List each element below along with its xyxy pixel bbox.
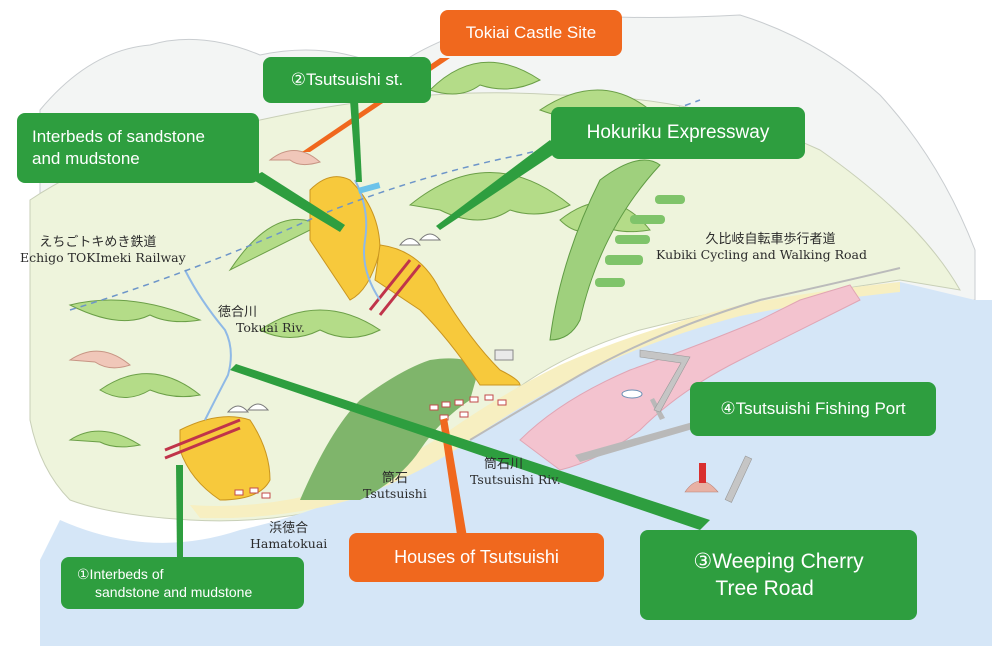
- callout-tsutsuishi-station: ②Tsutsuishi st.: [263, 57, 431, 103]
- callout-interbeds-top-line2: and mudstone: [32, 149, 140, 168]
- bridges: [164, 259, 422, 460]
- callout-hokuriku-expressway-text: Hokuriku Expressway: [586, 121, 770, 143]
- label-hamatokuai: 浜徳合 Hamatokuai: [250, 521, 328, 551]
- label-hamatokuai-en: Hamatokuai: [250, 535, 328, 551]
- breakwater-pier: [724, 455, 753, 503]
- label-tsutsuishi-en: Tsutsuishi: [363, 485, 427, 501]
- label-tsutsuishi: 筒石 Tsutsuishi: [363, 471, 427, 501]
- houses: [234, 349, 514, 499]
- callout-weeping-cherry-line1: ③Weeping Cherry: [693, 549, 864, 573]
- breakwater-long: [639, 349, 691, 413]
- label-hamatokuai-jp: 浜徳合: [269, 521, 309, 536]
- callout-hokuriku-expressway: Hokuriku Expressway: [551, 107, 805, 159]
- callout-weeping-cherry-line2: Tree Road: [715, 577, 814, 600]
- callout-weeping-cherry: ③Weeping Cherry Tree Road: [640, 530, 917, 620]
- label-tokuai-river-jp: 徳合川: [218, 305, 258, 320]
- callout-interbeds-bottom-line1: ①Interbeds of: [77, 565, 164, 582]
- lighthouse: [699, 463, 706, 483]
- label-railway-jp: えちごトキめき鉄道: [39, 235, 157, 250]
- strata-road-band: [374, 244, 521, 386]
- label-tsutsuishi-river-jp: 筒石川: [484, 457, 524, 472]
- callout-pointers: [176, 58, 710, 560]
- callout-interbeds-top-line1: Interbeds of sandstone: [32, 126, 205, 146]
- cycling-road: [469, 267, 901, 441]
- boat: [621, 389, 643, 399]
- callout-houses-text: Houses of Tsutsuishi: [394, 546, 559, 567]
- label-cycling-road: 久比岐自転車歩行者道 Kubiki Cycling and Walking Ro…: [656, 232, 867, 262]
- label-tokuai-river: 徳合川 Tokuai Riv.: [218, 305, 305, 335]
- label-cycling-road-jp: 久比岐自転車歩行者道: [705, 232, 836, 247]
- label-railway: えちごトキめき鉄道 Echigo TOKImeki Railway: [10, 235, 186, 265]
- callout-fishing-port: ④Tsutsuishi Fishing Port: [690, 382, 936, 436]
- callout-interbeds-bottom: ①Interbeds of sandstone and mudstone: [61, 557, 304, 609]
- terraced-fields: [595, 195, 685, 287]
- callout-interbeds-top: Interbeds of sandstone and mudstone: [17, 113, 259, 183]
- callout-fishing-port-text: ④Tsutsuishi Fishing Port: [720, 398, 906, 418]
- breakwater: [575, 398, 703, 462]
- green-slope: [300, 358, 480, 500]
- callout-tsutsuishi-station-text: ②Tsutsuishi st.: [290, 69, 404, 89]
- callout-interbeds-bottom-line2: sandstone and mudstone: [95, 584, 253, 600]
- label-cycling-road-en: Kubiki Cycling and Walking Road: [656, 246, 867, 262]
- tokuai-river: [184, 269, 232, 421]
- label-tsutsuishi-river: 筒石川 Tsutsuishi Riv.: [470, 457, 561, 487]
- label-tsutsuishi-river-en: Tsutsuishi Riv.: [470, 471, 561, 487]
- tsutsuishi-station: [357, 182, 381, 194]
- pink-hills: [68, 150, 322, 369]
- label-railway-en: Echigo TOKImeki Railway: [20, 249, 186, 265]
- callout-houses: Houses of Tsutsuishi: [349, 533, 604, 582]
- port-area: [519, 284, 861, 471]
- label-tokuai-river-en: Tokuai Riv.: [236, 319, 305, 335]
- strata-lower: [179, 416, 271, 501]
- label-tsutsuishi-jp: 筒石: [381, 471, 408, 486]
- ridge-forest: [549, 159, 661, 341]
- callout-tokiai-castle-site-text: Tokiai Castle Site: [465, 22, 597, 42]
- tunnels: [226, 233, 442, 413]
- distant-mountains: [70, 0, 992, 300]
- callout-tokiai-castle-site: Tokiai Castle Site: [440, 10, 622, 56]
